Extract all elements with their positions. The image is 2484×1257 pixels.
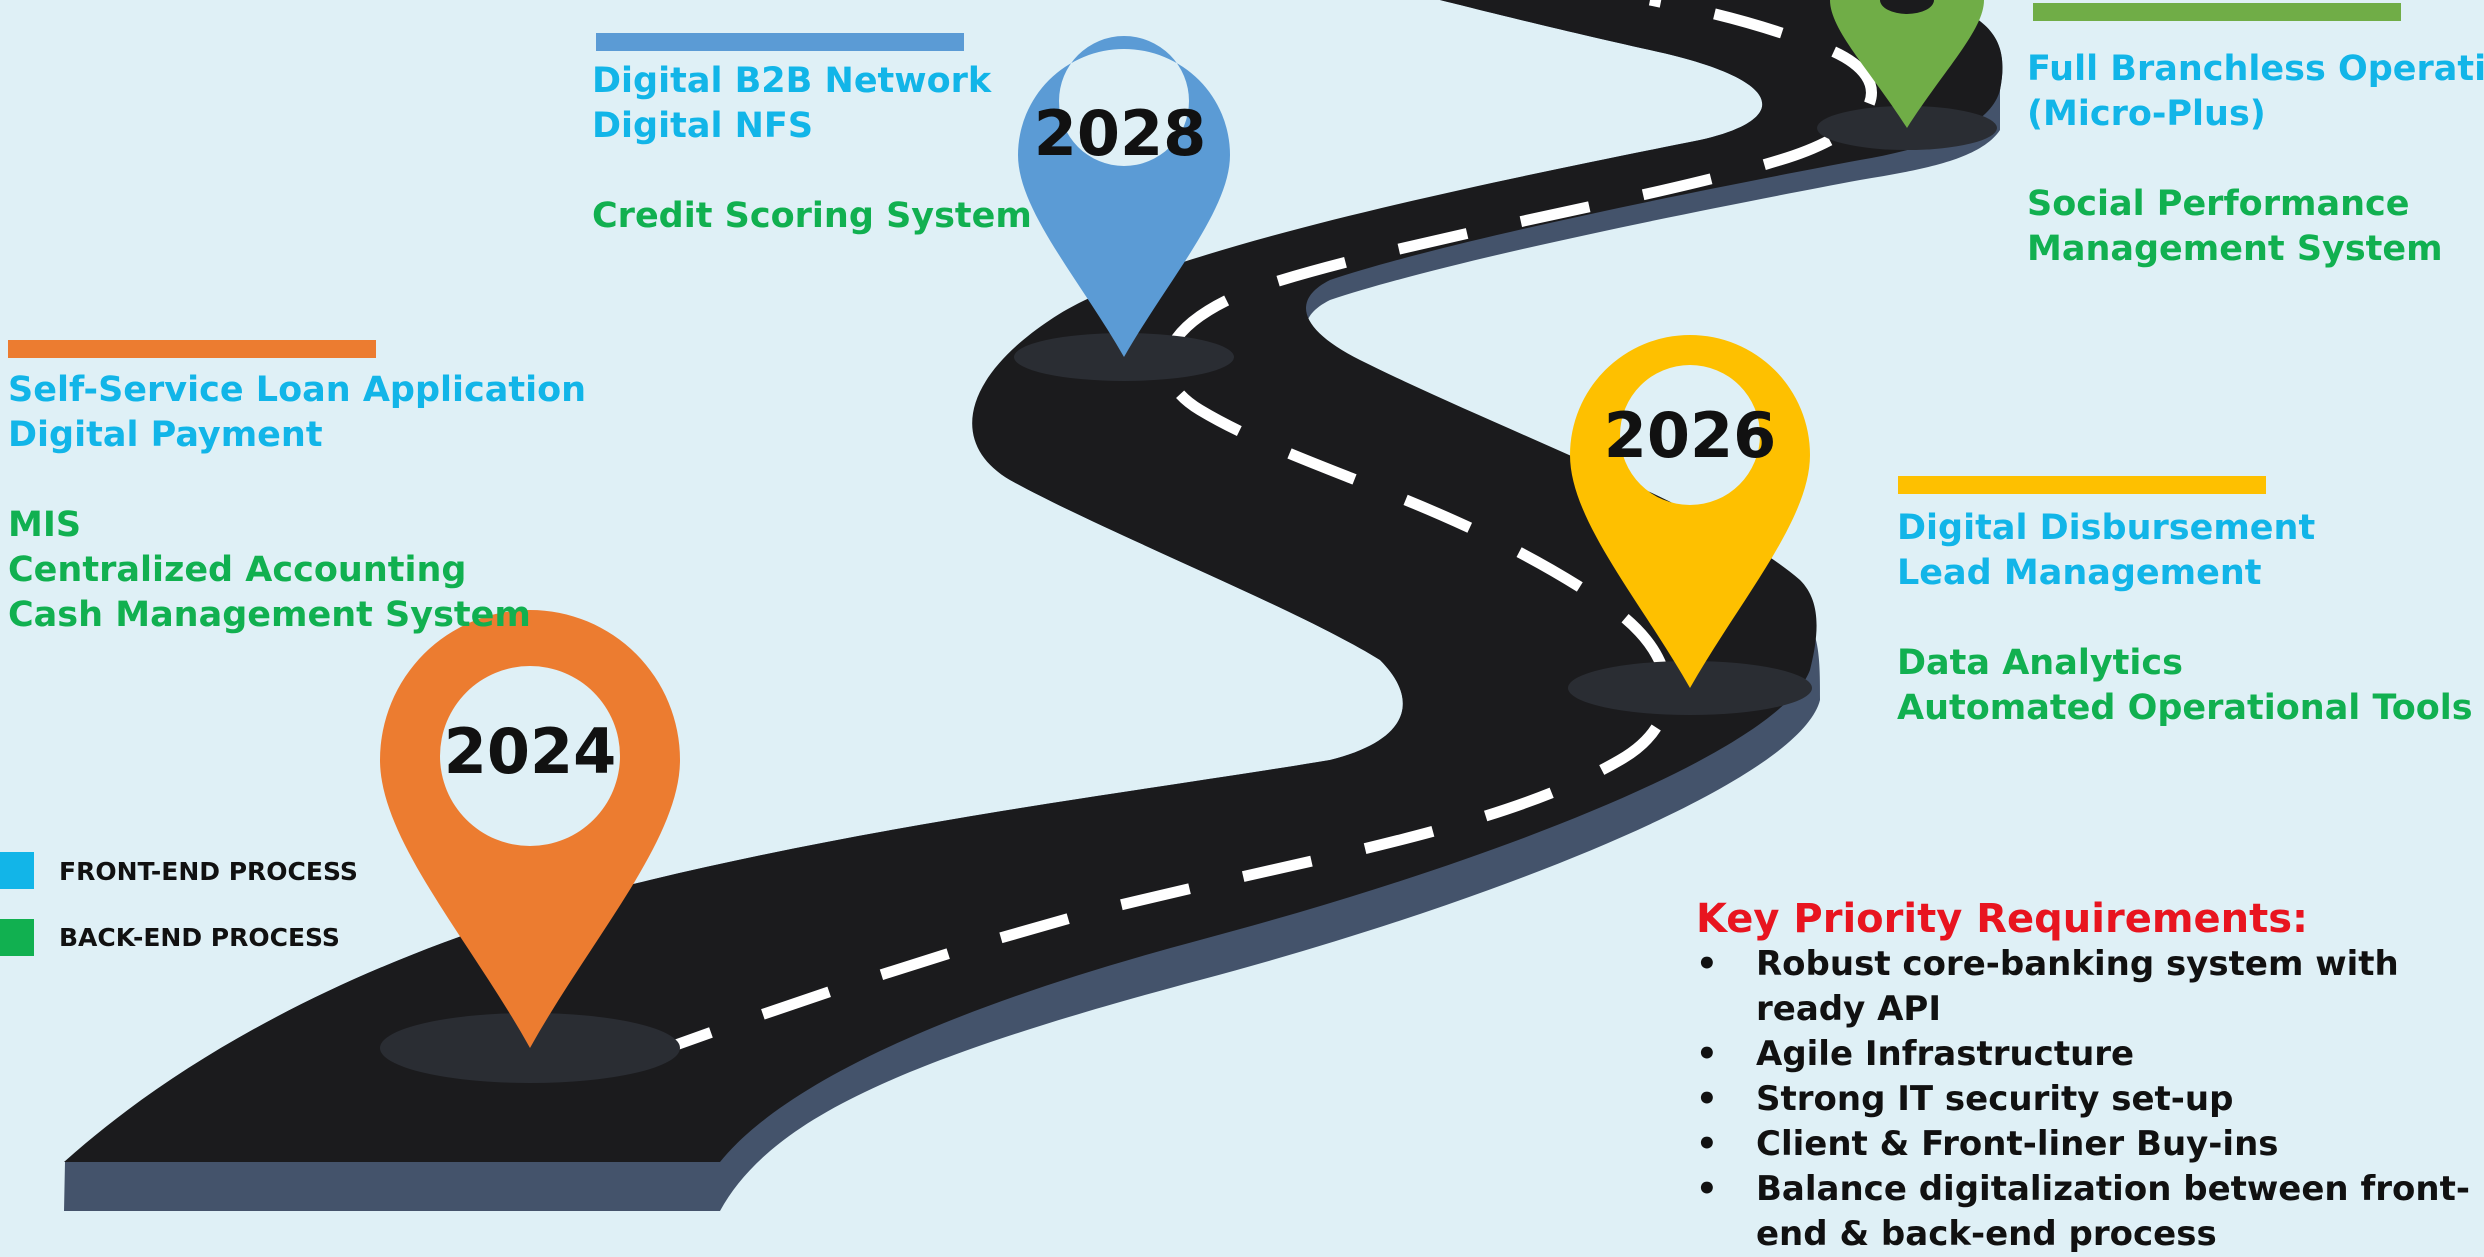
milestone-2030-front-item: (Micro-Plus) (2027, 94, 2266, 134)
milestone-2024-front-item: Digital Payment (8, 415, 323, 455)
milestone-2024-bar (8, 340, 376, 358)
milestone-2024-back-item: Cash Management System (8, 595, 531, 635)
legend-back-swatch (0, 919, 34, 956)
milestone-2028-back-item: Credit Scoring System (592, 196, 1032, 236)
key-priority-item: • Client & Front-liner Buy-ins (1696, 1122, 2476, 1167)
pin-2028-year: 2028 (1034, 97, 1207, 170)
pin-2028-marker (1018, 36, 1230, 357)
milestone-2024-back-item: MIS (8, 505, 82, 545)
bullet: • (1696, 1124, 1718, 1164)
road-center-line (643, 0, 1877, 1062)
key-priority-text: Balance digitalization between front-end… (1756, 1169, 2470, 1254)
milestone-2028-front-item: Digital NFS (592, 106, 814, 146)
roadmap-road: 2028 2026 2024 (64, 0, 2003, 1211)
milestone-2026-items: Digital Disbursement Lead Management Dat… (1897, 506, 2473, 731)
key-priority-text: Agile Infrastructure (1756, 1034, 2135, 1074)
milestone-2028-bar (596, 33, 964, 51)
bullet: • (1696, 944, 1718, 984)
milestone-2028-front-item: Digital B2B Network (592, 61, 992, 101)
key-priority-item: • Agile Infrastructure (1696, 1032, 2476, 1077)
legend-front-swatch (0, 852, 34, 889)
key-priority-text: Robust core-banking system with ready AP… (1756, 944, 2399, 1029)
pin-2026-year: 2026 (1604, 399, 1777, 472)
milestone-2030-front-item: Full Branchless Operations (2027, 49, 2484, 89)
milestone-2030-bar (2033, 3, 2401, 21)
pin-2024-marker (380, 610, 680, 1048)
milestone-2026-front-item: Lead Management (1897, 553, 2262, 593)
milestone-2030-back-item: Social Performance (2027, 184, 2410, 224)
milestone-2026-back-item: Automated Operational Tools (1897, 688, 2473, 728)
key-priority-list: • Robust core-banking system with ready … (1696, 942, 2476, 1257)
key-priority-item: • Robust core-banking system with ready … (1696, 942, 2476, 1032)
pin-2026-marker (1570, 335, 1810, 688)
bullet: • (1696, 1169, 1718, 1209)
milestone-2024-back-item: Centralized Accounting (8, 550, 467, 590)
key-priority-item: • Balance digitalization between front-e… (1696, 1167, 2476, 1257)
bullet: • (1696, 1034, 1718, 1074)
key-priority-text: Client & Front-liner Buy-ins (1756, 1124, 2279, 1164)
key-priority-title: Key Priority Requirements: (1696, 896, 2309, 942)
pin-2030-marker (1830, 0, 1984, 128)
milestone-2024-items: Self-Service Loan Application Digital Pa… (8, 368, 586, 638)
milestone-2026-bar (1898, 476, 2266, 494)
legend-back-label: BACK-END PROCESS (59, 923, 340, 952)
legend-front-label: FRONT-END PROCESS (59, 857, 358, 886)
milestone-2028-items: Digital B2B Network Digital NFS Credit S… (592, 59, 1032, 239)
key-priority-text: Strong IT security set-up (1756, 1079, 2234, 1119)
milestone-2024-front-item: Self-Service Loan Application (8, 370, 587, 410)
pin-2024-year: 2024 (444, 715, 617, 788)
milestone-2030-back-item: Management System (2027, 229, 2443, 269)
milestone-2026-back-item: Data Analytics (1897, 643, 2183, 683)
milestone-2030-items: Full Branchless Operations (Micro-Plus) … (2027, 47, 2484, 272)
milestone-2026-front-item: Digital Disbursement (1897, 508, 2316, 548)
bullet: • (1696, 1079, 1718, 1119)
key-priority-item: • Strong IT security set-up (1696, 1077, 2476, 1122)
